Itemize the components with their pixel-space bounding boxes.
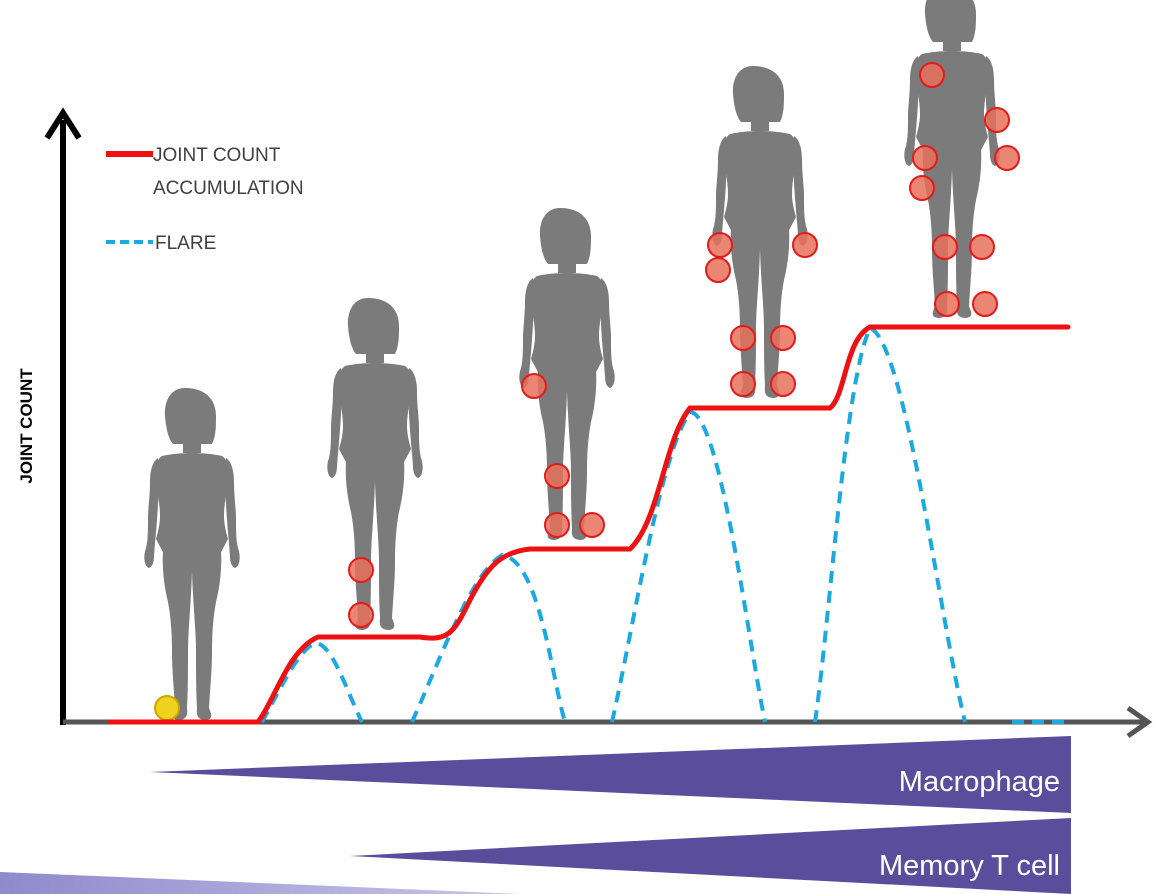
joint-left-knee-marker	[932, 234, 958, 260]
accumulation-curve	[107, 324, 1071, 725]
joint-right-wrist-marker	[792, 232, 818, 258]
joint-right-knee-marker	[348, 557, 374, 583]
legend-flare-label: FLARE	[155, 233, 216, 254]
macrophage-label: Macrophage	[899, 766, 1060, 798]
legend-accumulation-label: JOINT COUNT	[153, 145, 281, 166]
joint-left-ankle-marker	[730, 371, 756, 397]
joint-left-knee-marker	[730, 325, 756, 351]
figure-stage-5	[904, 0, 1020, 318]
figure-stage-2	[327, 298, 423, 630]
joint-right-ankle-marker	[770, 371, 796, 397]
joint-right-ankle-marker	[579, 512, 605, 538]
legend: JOINT COUNT ACCUMULATION FLARE	[106, 145, 304, 254]
joint-right-ankle-marker	[154, 695, 180, 721]
joint-left-ankle-marker	[934, 291, 960, 317]
person-silhouette-icon	[327, 298, 423, 630]
memory-t-cell-label: Memory T cell	[879, 850, 1060, 882]
joint-left-wrist-marker	[912, 145, 938, 171]
bottom-decorative-band	[0, 872, 520, 894]
figure-stage-3	[519, 208, 615, 540]
joint-left-shoulder-marker	[919, 62, 945, 88]
joint-left-ankle-marker	[544, 512, 570, 538]
joint-right-ankle-marker	[348, 602, 374, 628]
y-axis-label: JOINT COUNT	[17, 368, 36, 484]
joint-right-wrist-marker	[994, 145, 1020, 171]
joint-right-knee-marker	[770, 325, 796, 351]
joint-left-hand-marker	[705, 257, 731, 283]
figure-stage-4	[705, 66, 818, 398]
person-silhouette-icon	[712, 66, 808, 398]
person-silhouette-icon	[144, 388, 240, 720]
joint-right-knee-marker	[969, 234, 995, 260]
joint-left-knee-marker	[544, 463, 570, 489]
figure-stage-1	[144, 388, 240, 721]
joint-left-wrist-marker	[707, 232, 733, 258]
legend-accumulation-label-2: ACCUMULATION	[153, 178, 304, 199]
joint-right-ankle-marker	[972, 291, 998, 317]
joint-left-wrist-marker	[521, 373, 547, 399]
joint-left-hand-marker	[909, 175, 935, 201]
y-axis	[44, 107, 82, 725]
macrophage-wedge: Macrophage	[150, 736, 1071, 813]
memory-t-cell-wedge: Memory T cell	[350, 818, 1071, 894]
joint-right-elbow-marker	[984, 107, 1010, 133]
